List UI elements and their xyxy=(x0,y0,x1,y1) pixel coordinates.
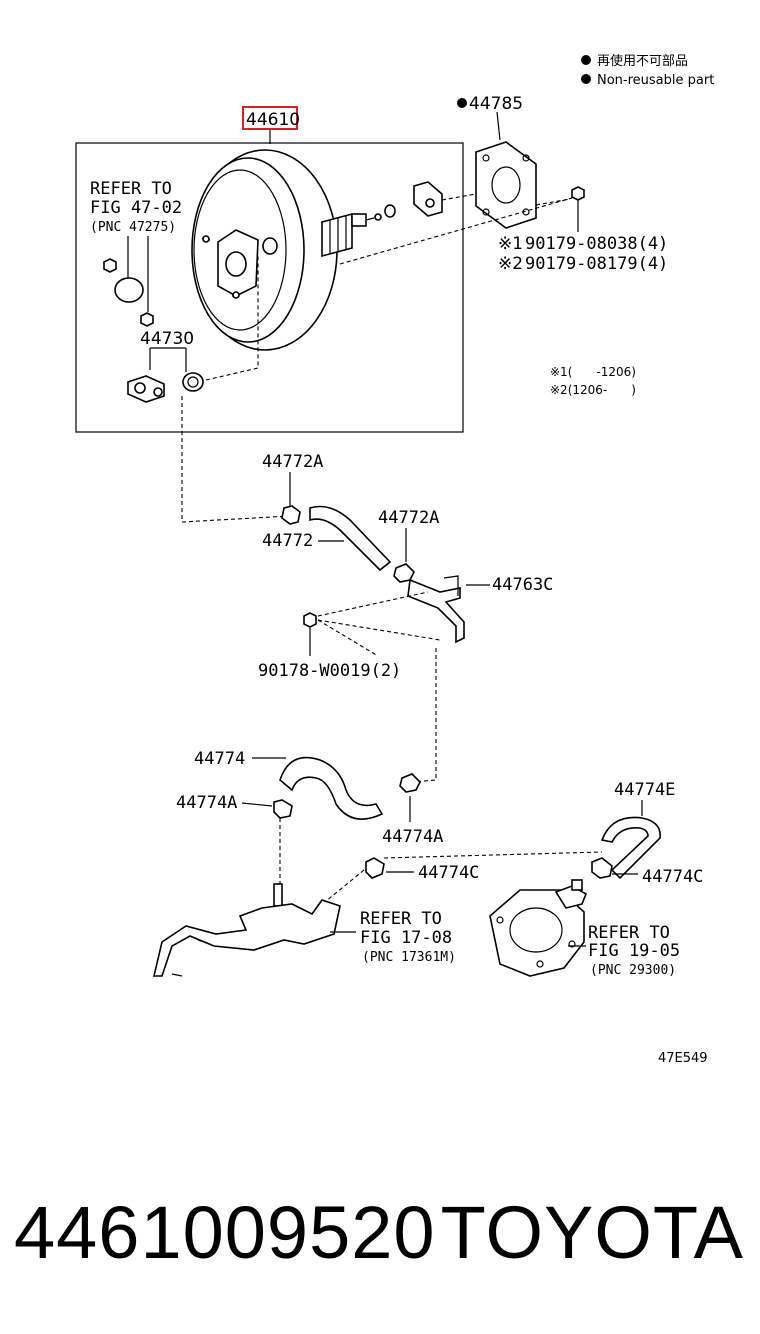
label-44774C-2[interactable]: 44774C xyxy=(642,867,703,887)
intake-pipe-drawing xyxy=(152,883,341,977)
label-44763C[interactable]: 44763C xyxy=(492,575,553,595)
label-44730[interactable]: 44730 xyxy=(140,329,194,349)
mark-2: ※2 xyxy=(498,254,523,274)
grommet-lower xyxy=(140,312,154,327)
non-reusable-dot-icon xyxy=(457,98,467,108)
brake-booster-drawing xyxy=(191,149,382,351)
footer: 4461009520 TOYOTA xyxy=(0,1180,760,1290)
highlight-box xyxy=(242,106,298,130)
hose-44774 xyxy=(279,756,384,820)
label-44774[interactable]: 44774 xyxy=(194,749,245,769)
legend-en: Non-reusable part xyxy=(597,73,714,88)
vacuum-pump-drawing xyxy=(489,879,588,977)
refer-17-line3: (PNC 17361M) xyxy=(362,950,456,965)
legend-jp: 再使用不可部品 xyxy=(597,53,688,69)
label-44610[interactable]: 44610 xyxy=(246,110,300,130)
refer-47-line3: (PNC 47275) xyxy=(90,220,176,235)
illustration-code: 47E549 xyxy=(658,1051,708,1066)
refer-19-line1: REFER TO xyxy=(588,923,670,943)
label-90179-08179[interactable]: 90179-08179(4) xyxy=(525,254,668,274)
clip-mid xyxy=(393,563,415,583)
clip-lower-mid xyxy=(399,773,421,793)
label-44785[interactable]: 44785 xyxy=(469,94,523,114)
non-reusable-dot-icon xyxy=(581,55,591,65)
assembly-frame xyxy=(75,142,464,433)
refer-47-line2[interactable]: FIG 47-02 xyxy=(90,198,182,218)
grommet-small xyxy=(103,258,117,273)
note-1: ※1( -1206) xyxy=(550,365,636,379)
note-2: ※2(1206- ) xyxy=(550,383,636,397)
clip-top xyxy=(281,505,301,525)
legend: 再使用不可部品 Non-reusable part xyxy=(581,53,714,88)
o-ring xyxy=(114,277,144,303)
label-90179-08038[interactable]: 90179-08038(4) xyxy=(525,234,668,254)
brand-name: TOYOTA xyxy=(440,1191,744,1274)
mark-1: ※1 xyxy=(498,234,523,254)
pipe-44763C xyxy=(407,578,465,644)
label-90178-W0019[interactable]: 90178-W0019(2) xyxy=(258,661,401,681)
clip-lower-left xyxy=(273,799,293,819)
label-44774E[interactable]: 44774E xyxy=(614,780,675,800)
refer-19-line2[interactable]: FIG 19-05 xyxy=(588,941,680,961)
hose-44772 xyxy=(309,505,392,572)
refer-17-line2[interactable]: FIG 17-08 xyxy=(360,928,452,948)
clip-c1 xyxy=(365,857,385,879)
clip-c2 xyxy=(591,857,613,879)
label-44774A-mid[interactable]: 44774A xyxy=(382,827,443,847)
label-44774A-left[interactable]: 44774A xyxy=(176,793,237,813)
refer-19-line3: (PNC 29300) xyxy=(590,963,676,978)
seal-ring xyxy=(384,204,396,218)
bolt-drawing xyxy=(303,612,317,628)
non-reusable-dot-icon xyxy=(581,74,591,84)
part-number: 4461009520 xyxy=(14,1191,436,1274)
label-44772A-top[interactable]: 44772A xyxy=(262,452,323,472)
refer-17-line1: REFER TO xyxy=(360,909,442,929)
refer-47-line1: REFER TO xyxy=(90,179,172,199)
gasket-drawing xyxy=(475,141,537,229)
label-44774C-1[interactable]: 44774C xyxy=(418,863,479,883)
label-44772A-mid[interactable]: 44772A xyxy=(378,508,439,528)
nut-drawing xyxy=(571,186,585,201)
valve-grommet xyxy=(182,372,204,392)
label-44772[interactable]: 44772 xyxy=(262,531,313,551)
